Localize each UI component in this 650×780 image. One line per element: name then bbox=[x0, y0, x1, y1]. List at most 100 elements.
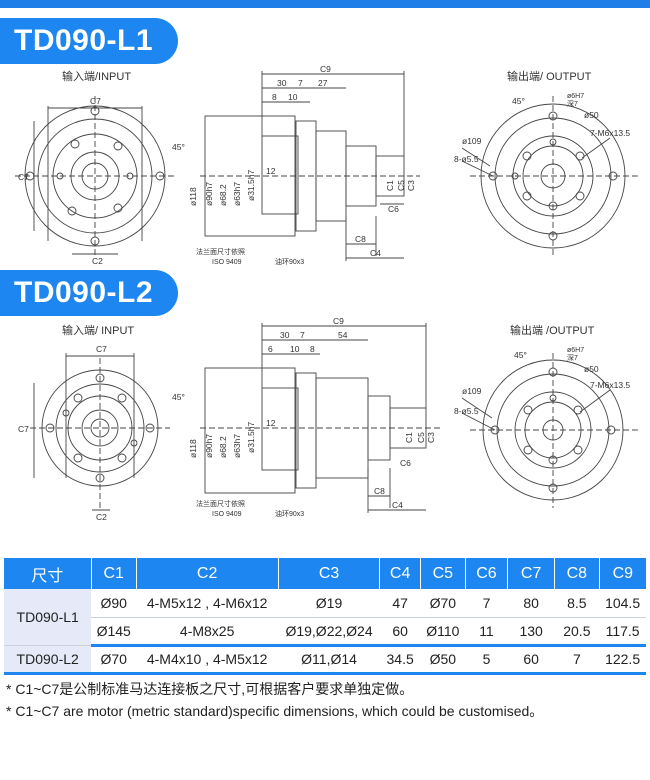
dim-c2: C2 bbox=[92, 256, 103, 266]
header-c4: C4 bbox=[379, 558, 421, 589]
spec-table: 尺寸 C1 C2 C3 C4 C5 C6 C7 C8 C9 TD090-L1 Ø… bbox=[4, 558, 646, 675]
header-size: 尺寸 bbox=[4, 558, 92, 589]
out-dim-109: ø109 bbox=[462, 136, 482, 146]
output-label-l2: 输出端 /OUTPUT bbox=[510, 323, 595, 337]
dim-8: 8 bbox=[272, 92, 277, 102]
header-c1: C1 bbox=[91, 558, 137, 589]
out-dim-50: ø50 bbox=[584, 110, 599, 120]
dim-90: ø90h7 bbox=[204, 182, 214, 206]
header-c7: C7 bbox=[507, 558, 556, 589]
dim-c5-l2: C5 bbox=[416, 432, 426, 443]
section-title-l2: TD090-L2 bbox=[0, 270, 178, 316]
dim-c7-left-l2: C7 bbox=[18, 424, 29, 434]
table-cell: Ø90 bbox=[91, 589, 137, 618]
table-cell: 4-M4x10 , 4-M5x12 bbox=[136, 645, 279, 675]
table-cell: Ø70 bbox=[420, 589, 466, 618]
footnotes: * C1~C7是公制标准马达连接板之尺寸,可根据客户要求单独定做。 * C1~C… bbox=[6, 678, 543, 722]
section-title-l1: TD090-L1 bbox=[0, 18, 178, 64]
table-cell: Ø110 bbox=[420, 617, 466, 647]
header-c8: C8 bbox=[554, 558, 600, 589]
dim-c7-top: C7 bbox=[90, 96, 101, 106]
dim-118: ø118 bbox=[188, 187, 198, 206]
table-cell: 60 bbox=[507, 645, 555, 675]
header-c5: C5 bbox=[420, 558, 466, 589]
out-dim-8holes: 8-ø5.5 bbox=[454, 154, 479, 164]
table-cell: Ø70 bbox=[91, 645, 137, 675]
dim-45: 45° bbox=[172, 142, 185, 152]
table-cell: 122.5 bbox=[599, 645, 646, 675]
table-cell: Ø50 bbox=[420, 645, 466, 675]
dim-c6: C6 bbox=[388, 204, 399, 214]
iso-note: ISO 9409 bbox=[212, 259, 242, 266]
table-cell: 60 bbox=[379, 617, 421, 647]
dim-10-l2: 10 bbox=[290, 344, 300, 354]
table-row: TD090-L2 Ø70 4-M4x10 , 4-M5x12 Ø11,Ø14 3… bbox=[4, 645, 646, 675]
top-accent-bar bbox=[0, 0, 650, 8]
out-dim-6h7-l2: ø6H7 bbox=[567, 347, 584, 354]
dim-c6-l2: C6 bbox=[400, 458, 411, 468]
table-cell: 104.5 bbox=[599, 589, 646, 618]
dim-31: ø31.5h7 bbox=[246, 170, 256, 201]
table-header-row: 尺寸 C1 C2 C3 C4 C5 C6 C7 C8 C9 bbox=[4, 558, 646, 589]
out-dim-m6-l2: 7-M6x13.5 bbox=[590, 380, 630, 390]
input-label-l2: 输入端/ INPUT bbox=[62, 323, 134, 337]
dim-c4-l2: C4 bbox=[392, 500, 403, 510]
dim-63-l2: ø63h7 bbox=[232, 434, 242, 458]
dim-c9: C9 bbox=[320, 66, 331, 74]
header-c2: C2 bbox=[136, 558, 279, 589]
dim-90-l2: ø90h7 bbox=[204, 434, 214, 458]
table-cell: 7 bbox=[554, 645, 600, 675]
dim-7-l2: 7 bbox=[300, 330, 305, 340]
dim-c3: C3 bbox=[406, 180, 416, 191]
output-label: 输出端/ OUTPUT bbox=[507, 69, 592, 83]
out-dim-deep7: 深7 bbox=[567, 99, 578, 108]
dim-7: 7 bbox=[298, 78, 303, 88]
dim-c1: C1 bbox=[385, 180, 395, 191]
dim-c8-l2: C8 bbox=[374, 486, 385, 496]
dim-c9-l2: C9 bbox=[333, 318, 344, 326]
table-cell: 117.5 bbox=[599, 617, 646, 647]
model-cell: TD090-L2 bbox=[4, 645, 92, 675]
dim-118-l2: ø118 bbox=[188, 439, 198, 458]
dim-8-l2: 8 bbox=[310, 344, 315, 354]
dim-31-l2: ø31.5h7 bbox=[246, 422, 256, 453]
dim-12: 12 bbox=[266, 166, 276, 176]
dim-c8: C8 bbox=[355, 234, 366, 244]
table-cell: 130 bbox=[507, 617, 555, 647]
out-dim-8holes-l2: 8-ø5.5 bbox=[454, 406, 479, 416]
oil-ring-note-l2: 油环90x3 bbox=[275, 509, 304, 518]
table-cell: Ø19 bbox=[278, 589, 380, 618]
dim-45-l2: 45° bbox=[172, 392, 185, 402]
table-cell: 20.5 bbox=[554, 617, 600, 647]
out-dim-109-l2: ø109 bbox=[462, 386, 482, 396]
dim-c4: C4 bbox=[370, 248, 381, 258]
dim-c7-left: C7 bbox=[18, 172, 29, 182]
note-chinese: * C1~C7是公制标准马达连接板之尺寸,可根据客户要求单独定做。 bbox=[6, 681, 414, 697]
out-dim-m6: 7-M6x13.5 bbox=[590, 128, 630, 138]
table-cell: 34.5 bbox=[379, 645, 421, 675]
dim-30: 30 bbox=[277, 78, 287, 88]
dim-63: ø63h7 bbox=[232, 182, 242, 206]
table-cell: 4-M8x25 bbox=[136, 617, 279, 647]
technical-drawing-l2: 输入端/ INPUT 输出端 /OUTPUT C7 C7 C2 45° C9 3… bbox=[18, 318, 640, 522]
input-label: 输入端/INPUT bbox=[62, 69, 131, 83]
table-row: Ø145 4-M8x25 Ø19,Ø22,Ø24 60 Ø110 11 130 … bbox=[4, 617, 646, 647]
table-cell: 8.5 bbox=[554, 589, 600, 618]
dim-c7-top-l2: C7 bbox=[96, 344, 107, 354]
dim-12-l2: 12 bbox=[266, 418, 276, 428]
dim-30-l2: 30 bbox=[280, 330, 290, 340]
dim-27: 27 bbox=[318, 78, 328, 88]
header-c6: C6 bbox=[465, 558, 509, 589]
table-cell: Ø19,Ø22,Ø24 bbox=[278, 617, 380, 647]
table-cell: Ø145 bbox=[91, 617, 137, 647]
dim-54-l2: 54 bbox=[338, 330, 348, 340]
table-cell: 7 bbox=[465, 589, 508, 618]
table-cell: 11 bbox=[465, 617, 508, 647]
out-dim-45-l2: 45° bbox=[514, 350, 527, 360]
technical-drawing-l1: 输入端/INPUT 输出端/ OUTPUT C7 C7 C2 45° C9 30… bbox=[15, 66, 640, 266]
oil-ring-note: 油环90x3 bbox=[275, 257, 304, 266]
header-c3: C3 bbox=[278, 558, 381, 589]
iso-note-l2: ISO 9409 bbox=[212, 511, 242, 518]
dim-c3-l2: C3 bbox=[426, 432, 436, 443]
table-cell: 5 bbox=[465, 645, 508, 675]
